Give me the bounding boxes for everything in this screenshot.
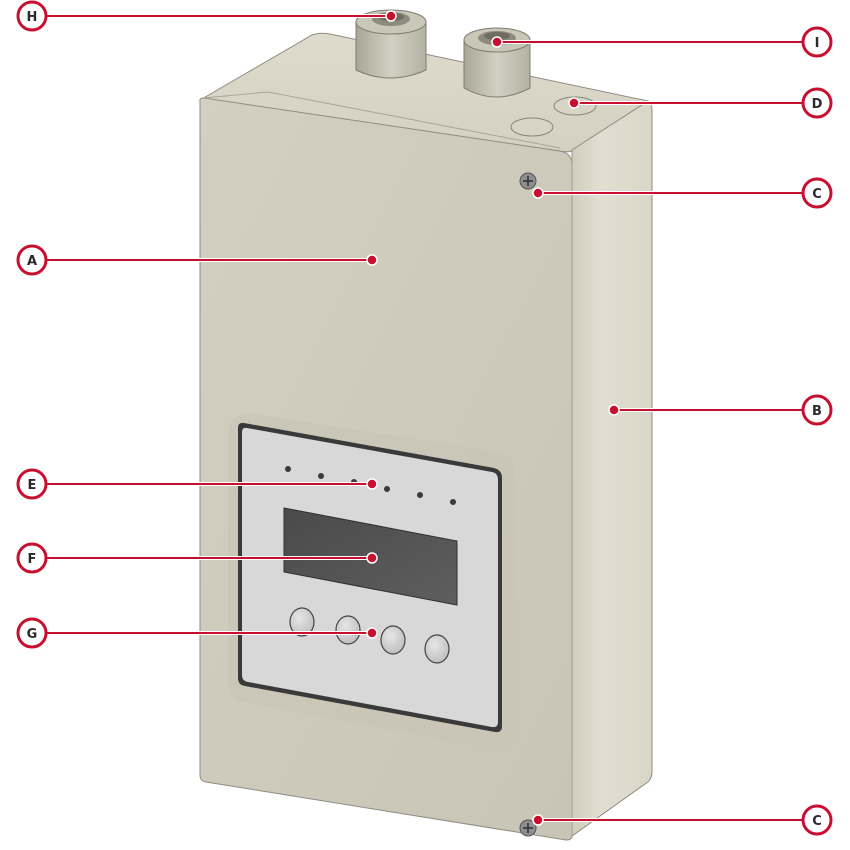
leader-target-dot [366,627,378,639]
leader-target-dot [366,254,378,266]
leader-target-dot [385,10,397,22]
callout-bubble [16,542,48,574]
callout-label: F [28,552,37,567]
callout-c1: C [532,177,833,209]
keypad-button-4 [424,634,450,664]
lid-seam [203,91,561,149]
led-2 [318,473,324,479]
screw-bottom [519,819,537,837]
callout-bubble [801,26,833,58]
callout-bubble [16,244,48,276]
keypad-button-3 [380,625,406,655]
led-1 [285,466,291,472]
callout-bubble [801,394,833,426]
callout-d: D [568,87,833,119]
callout-a: A [16,244,378,276]
callout-bubble [16,0,48,32]
keypad-buttons [289,607,450,664]
screw-top [519,172,537,190]
led-6 [450,499,456,505]
callout-b: B [608,394,833,426]
keypad-button-2 [335,615,361,645]
callout-label: H [27,10,38,25]
callouts: A B C C D E F G H I [16,0,833,836]
keypad-button-1 [289,607,315,637]
enclosure-side-face [571,100,653,837]
callout-label: A [27,254,37,269]
indicator-leds [285,466,456,505]
callout-label: I [815,36,820,51]
callout-h: H [16,0,397,32]
callout-i: I [491,26,833,58]
leader-target-dot [608,404,620,416]
cable-gland-h [355,9,427,79]
leader-target-dot [532,187,544,199]
control-panel [238,422,502,733]
callout-bubble [801,87,833,119]
leader-target-dot [491,36,503,48]
callout-bubble [16,617,48,649]
leader-target-dot [532,814,544,826]
callout-c2: C [532,804,833,836]
callout-f: F [16,542,378,574]
led-4 [384,486,390,492]
callout-label: C [812,187,822,202]
callout-label: D [812,97,823,112]
leader-target-dot [366,478,378,490]
callout-label: B [812,404,822,419]
callout-bubble [16,468,48,500]
led-5 [417,492,423,498]
callout-bubble [801,804,833,836]
leader-target-dot [366,552,378,564]
callout-label: E [28,478,37,493]
leader-target-dot [568,97,580,109]
callout-e: E [16,468,378,500]
callout-label: G [27,627,38,642]
callout-label: C [812,814,822,829]
callout-bubble [801,177,833,209]
callout-g: G [16,617,378,649]
